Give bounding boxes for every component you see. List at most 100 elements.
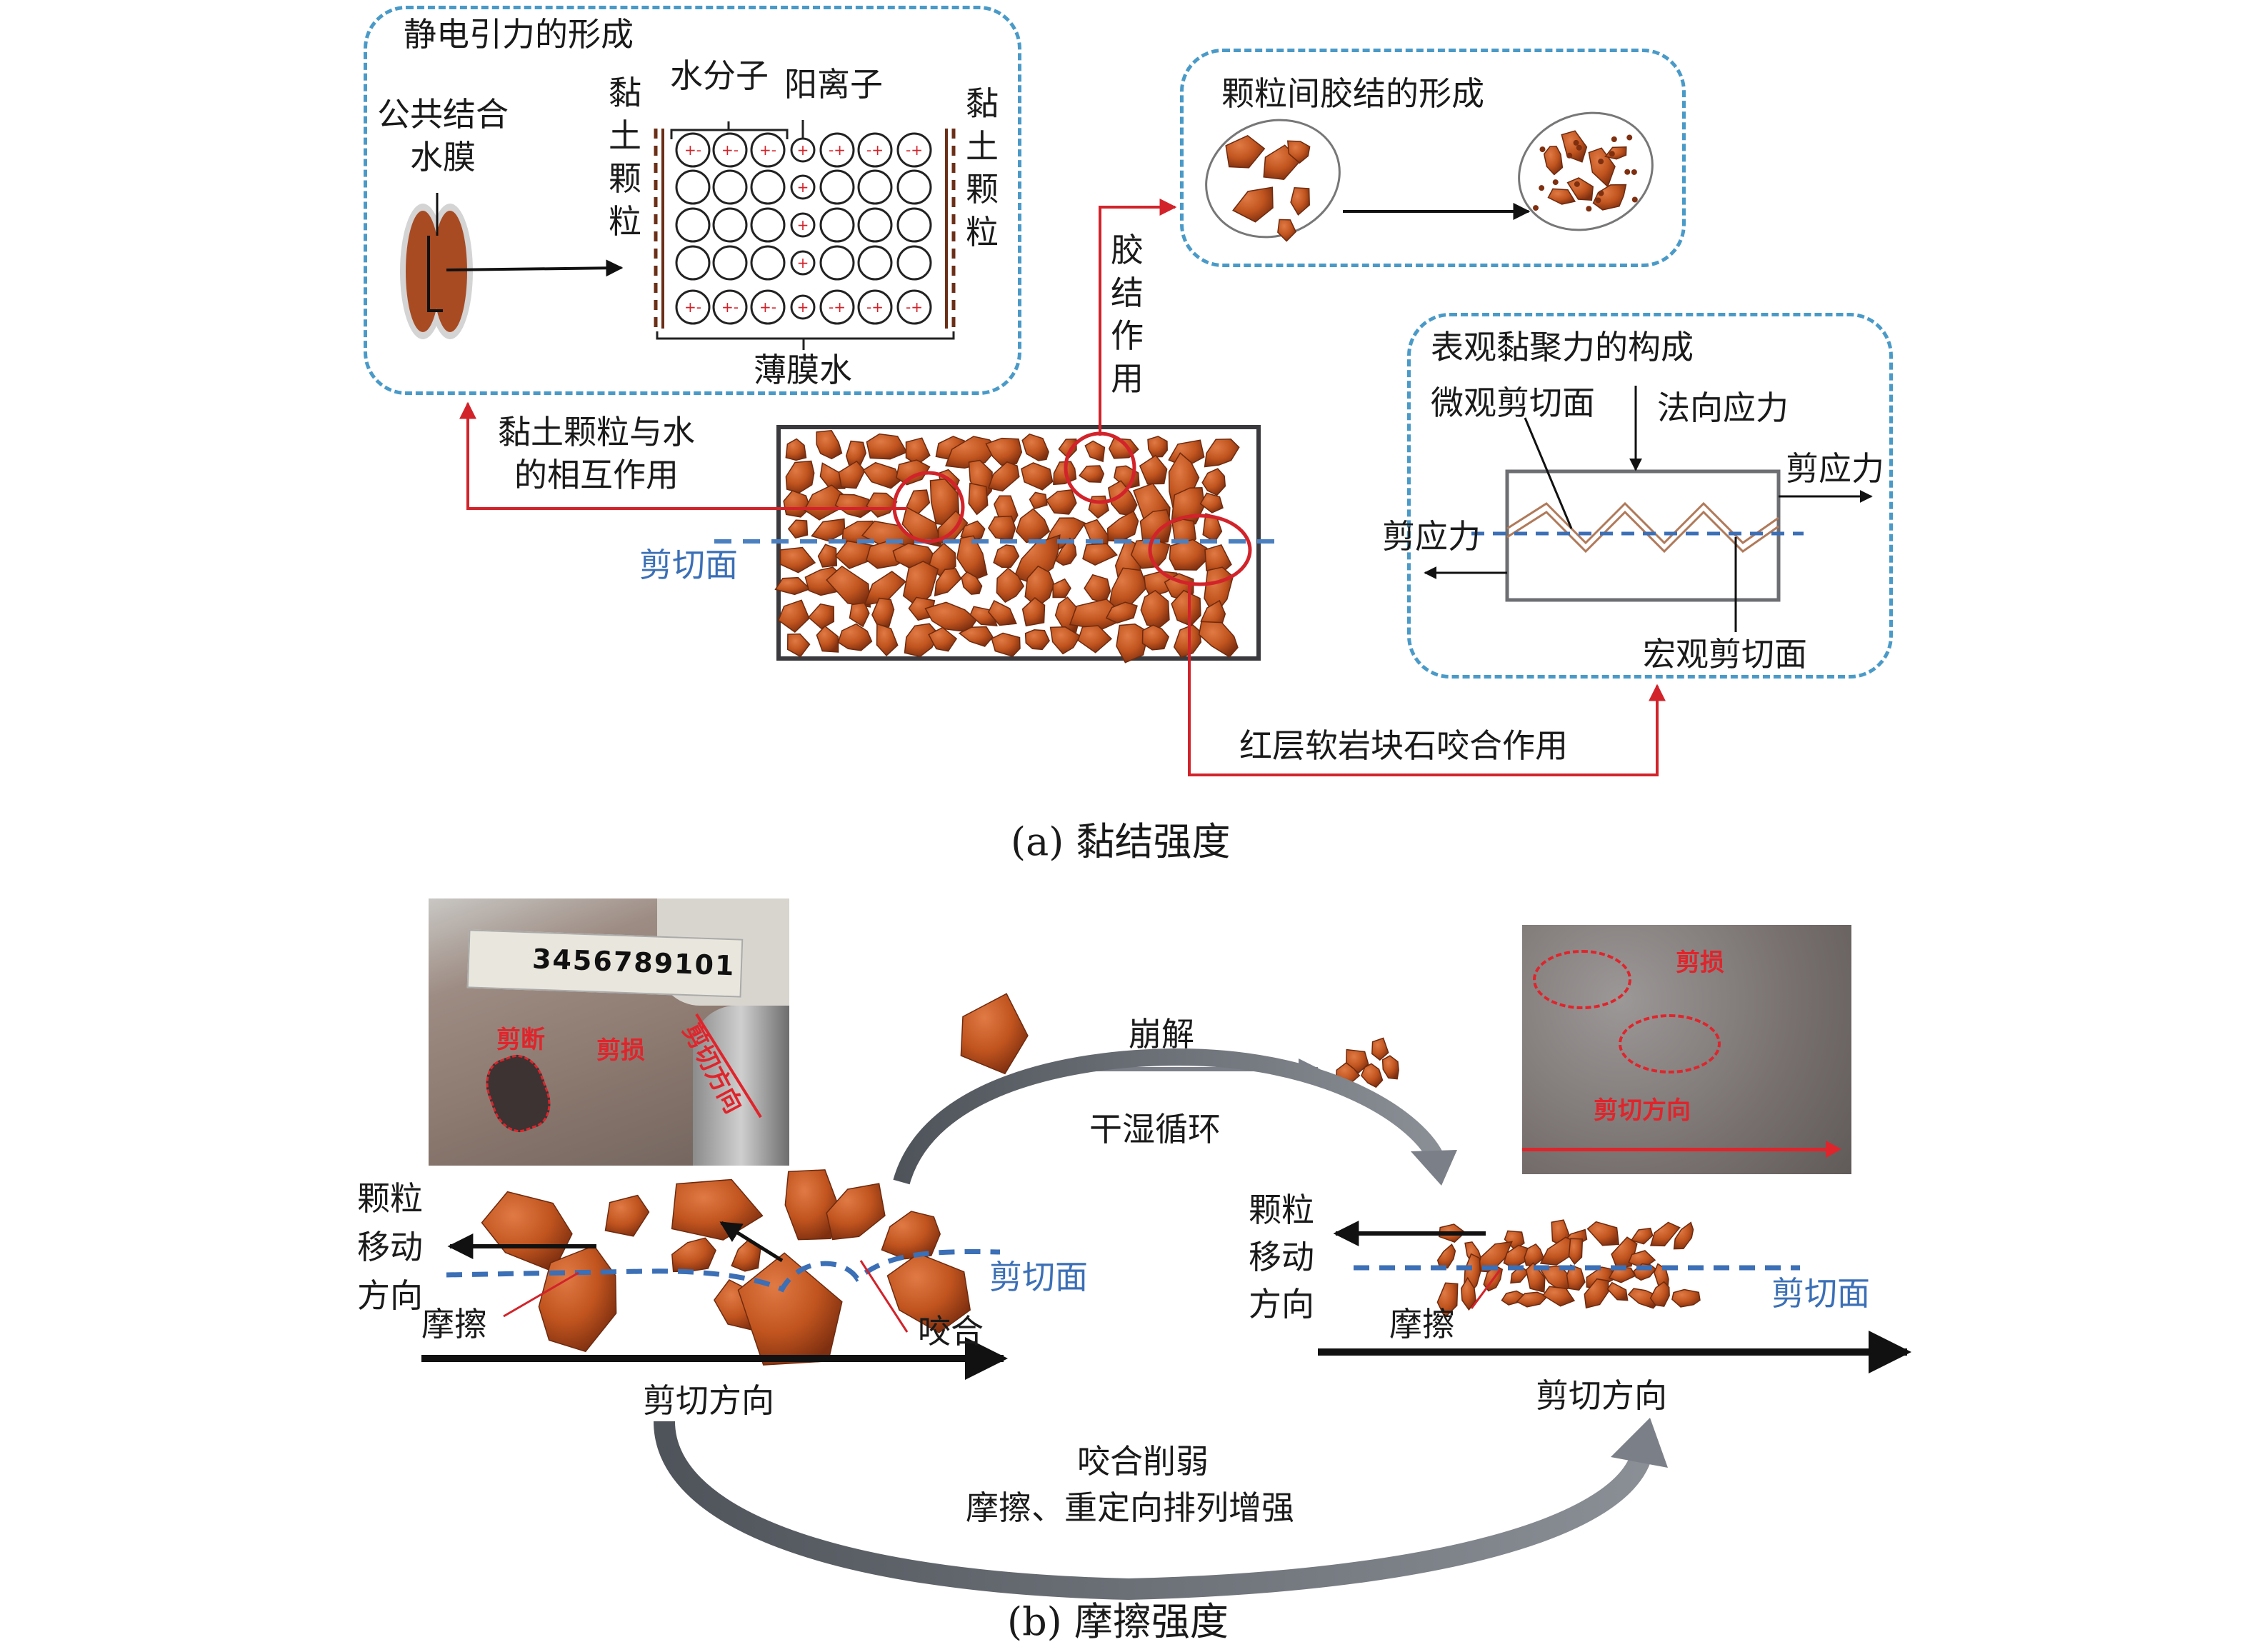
clay-particle-walls [654,120,956,350]
rock-fragment [1199,492,1224,514]
rock-fragment [671,1178,764,1241]
charge-sign: + [797,179,809,196]
film-water-molecule [857,207,893,243]
cement-particle [1598,159,1604,165]
rock-fragment [1232,186,1274,223]
right-photo-label-direction: 剪切方向 [1594,1096,1691,1125]
shear-stress-left-label: 剪应力 [1382,517,1481,556]
water-molecule-label: 水分子 [670,56,769,95]
rock-fragment [956,535,988,580]
rock-fragment [817,544,838,568]
left-interlock-label: 咬合 [918,1312,984,1351]
film-water-molecule [712,169,748,205]
rock-fragment [1171,589,1201,627]
right-photo-arrowhead [1826,1141,1841,1158]
rock-fragment [988,461,1020,492]
rock-fragment [849,602,870,628]
disintegration-label: 崩解 [1129,1015,1194,1053]
rock-fragment [1082,543,1118,566]
cement-particle [1539,185,1545,191]
charge-sign: -+ [906,141,923,159]
film-water-molecule [750,207,786,243]
clay-particle-right-label: 黏土颗粒 [966,84,999,251]
rock-fragment [1077,625,1113,654]
film-water-molecule [750,169,786,205]
photo-label-shear-damage: 剪损 [596,1036,645,1065]
rock-fragment [837,623,873,651]
left-friction-label: 摩擦 [421,1305,487,1343]
rock-fragment [1361,1063,1384,1088]
cementation-title: 颗粒间胶结的形成 [1221,74,1484,113]
shear-stress-right-label: 剪应力 [1786,449,1884,488]
rock-fragment [881,1211,941,1260]
cohesion-title: 表观黏聚力的构成 [1431,328,1694,366]
film-water-molecule [675,169,711,205]
rock-fragment [1566,1264,1586,1291]
rock-fragment [1584,1278,1609,1309]
cement-particle [1595,197,1601,204]
red-link-lines [459,199,1666,776]
disintegration-rocks [960,993,1399,1088]
rock-outline-2 [1619,1014,1721,1073]
left-shear-direction-label: 剪切方向 [643,1381,774,1420]
rock-fragment [1566,177,1594,201]
rock-fragment [1204,439,1240,468]
charge-sign: +- [684,141,701,159]
rock-fragment [1286,140,1311,164]
bottom-cycle-arrowhead [1611,1418,1668,1468]
rock-fragment [671,1237,716,1273]
right-photo: 剪损 剪切方向 [1522,925,1851,1174]
right-friction-label: 摩擦 [1389,1305,1455,1343]
wet-dry-cycle-arc [893,1048,1444,1185]
rock-fragment [1630,1227,1654,1245]
cementation-box [1180,49,1686,267]
rock-fragment [991,632,1021,657]
film-water-molecule [675,245,711,281]
rock-fragment [1198,621,1239,658]
rock-fragment [961,571,983,595]
electrostatic-title: 静电引力的形成 [404,15,634,54]
cement-particle [1533,205,1539,211]
rock-fragment [1649,1281,1670,1307]
normal-stress-label: 法向应力 [1657,389,1789,427]
film-water-molecule [712,245,748,281]
film-water-molecule [857,289,893,325]
film-water-lattice: +-+-+-+-+-+-+++++-+-+-+-+-+-+ [675,132,932,325]
film-water-molecule [750,289,786,325]
cementation-link-label: 胶结作用 [1111,231,1144,398]
rock-fragment [783,490,811,518]
rock-fragment [604,1194,650,1237]
right-photo-label-shear-damage: 剪损 [1676,948,1724,977]
rock-fragment [1290,187,1310,216]
rock-fragment [1173,624,1202,659]
interlock-link-label: 红层软岩块石咬合作用 [1239,726,1568,765]
cement-particle [1566,152,1573,159]
film-water-label: 薄膜水 [754,351,852,389]
cement-particle [1539,146,1546,153]
film-water-molecule [896,169,932,205]
film-water-molecule [896,289,932,325]
rock-fragment [787,519,809,539]
dark-rock-outline [478,1048,559,1139]
charge-sign: -+ [866,141,884,159]
bottom-cycle-arc [654,1421,1654,1601]
rock-fragment [811,518,846,542]
charge-sign: -+ [866,299,884,316]
rock-fragment [1052,578,1071,599]
film-water-molecule [896,245,932,281]
rock-fragment [988,599,1017,626]
cement-particle [1574,181,1580,187]
rock-fragment [737,1252,843,1366]
cement-particle [1626,134,1633,141]
rock-fragment [816,430,843,460]
film-water-molecule [857,245,893,281]
rock-fragment [1461,1276,1476,1311]
rock-fragment [1021,597,1046,627]
rock-fragment [1543,146,1564,176]
right-photo-direction-arrow [1522,1148,1829,1151]
cement-particle [1586,206,1592,212]
tape-digits: 3456789101 [531,943,736,982]
rock-fragment [834,494,871,519]
rock-fragment [934,568,962,597]
